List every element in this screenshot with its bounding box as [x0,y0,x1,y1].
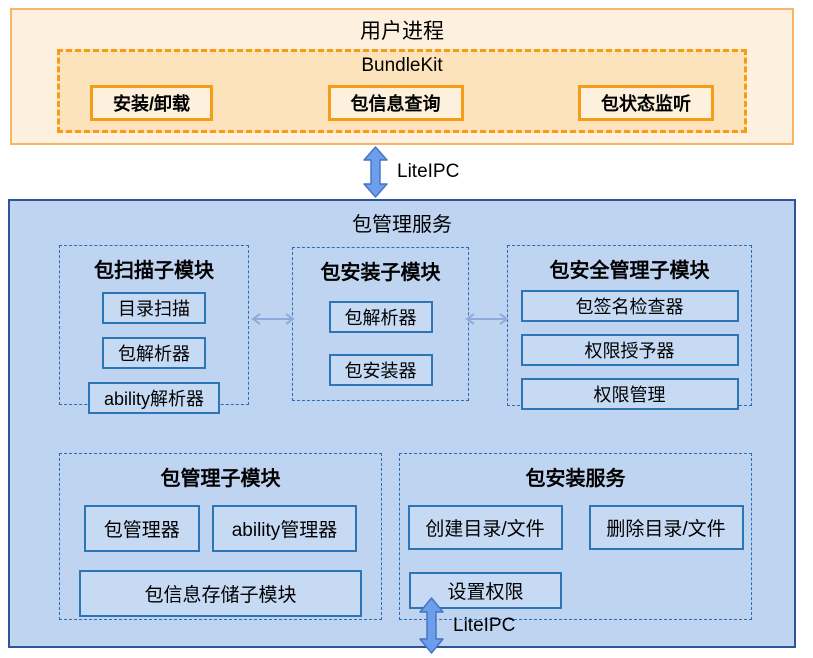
module-scan-items: 目录扫描 包解析器 ability解析器 [60,292,248,414]
module-security-items: 包签名检查器 权限授予器 权限管理 [508,290,751,410]
item-ability-parser: ability解析器 [87,382,221,414]
item-dir-scan: 目录扫描 [102,292,206,324]
item-create-dir-file: 创建目录/文件 [407,505,563,550]
liteipc-label-top: LiteIPC [397,161,460,182]
liteipc-connector-middle: LiteIPC [419,597,515,654]
item-bundle-installer: 包安装器 [328,354,433,386]
package-service-box: 包管理服务 包扫描子模块 目录扫描 包解析器 ability解析器 包安装子模块… [8,199,796,654]
liteipc-label-middle: LiteIPC [453,614,516,636]
double-arrow-vertical-icon-2 [419,597,444,654]
install-uninstall-box: 安装/卸载 [90,85,214,121]
bundlekit-title: BundleKit [361,55,443,76]
module-installer-service-row: 创建目录/文件 删除目录/文件 [400,505,751,550]
item-delete-dir-file: 删除目录/文件 [588,505,744,550]
module-manage-row: 包管理器 ability管理器 [60,505,381,552]
package-service-title: 包管理服务 [352,214,452,236]
double-arrow-horizontal-icon-right [465,313,509,325]
item-permission-manager: 权限管理 [520,378,739,410]
item-bundle-info-storage: 包信息存储子模块 [79,570,362,617]
item-bundle-manager: 包管理器 [83,505,200,552]
module-scan-title: 包扫描子模块 [94,260,214,282]
bundle-info-query-box: 包信息查询 [327,85,464,121]
item-signature-checker: 包签名检查器 [520,290,739,322]
bundle-status-listen-box: 包状态监听 [577,85,714,121]
user-process-box: 用户进程 BundleKit 安装/卸载 包信息查询 包状态监听 [10,8,794,145]
module-installer-service-title: 包安装服务 [525,468,626,490]
bundlekit-capability-row: 安装/卸载 包信息查询 包状态监听 [60,85,744,121]
module-install-items: 包解析器 包安装器 [293,301,468,386]
liteipc-connector-top: LiteIPC [363,146,459,198]
module-manage-box: 包管理子模块 包管理器 ability管理器 包信息存储子模块 [59,453,382,620]
bundlekit-box: BundleKit 安装/卸载 包信息查询 包状态监听 [57,49,747,133]
module-install-box: 包安装子模块 包解析器 包安装器 [292,247,469,401]
item-bundle-parser: 包解析器 [102,337,206,369]
module-security-box: 包安全管理子模块 包签名检查器 权限授予器 权限管理 [507,245,752,410]
item-bundle-parser-2: 包解析器 [328,301,433,333]
module-install-title: 包安装子模块 [320,262,441,284]
double-arrow-vertical-icon [363,146,388,198]
double-arrow-horizontal-icon-left [251,313,295,325]
module-installer-service-box: 包安装服务 创建目录/文件 删除目录/文件 设置权限 [399,453,752,620]
module-manage-title: 包管理子模块 [160,468,281,490]
module-scan-box: 包扫描子模块 目录扫描 包解析器 ability解析器 [59,245,249,414]
module-security-title: 包安全管理子模块 [549,260,710,282]
user-process-title: 用户进程 [360,20,444,43]
item-ability-manager: ability管理器 [211,505,358,552]
item-permission-granter: 权限授予器 [520,334,739,366]
